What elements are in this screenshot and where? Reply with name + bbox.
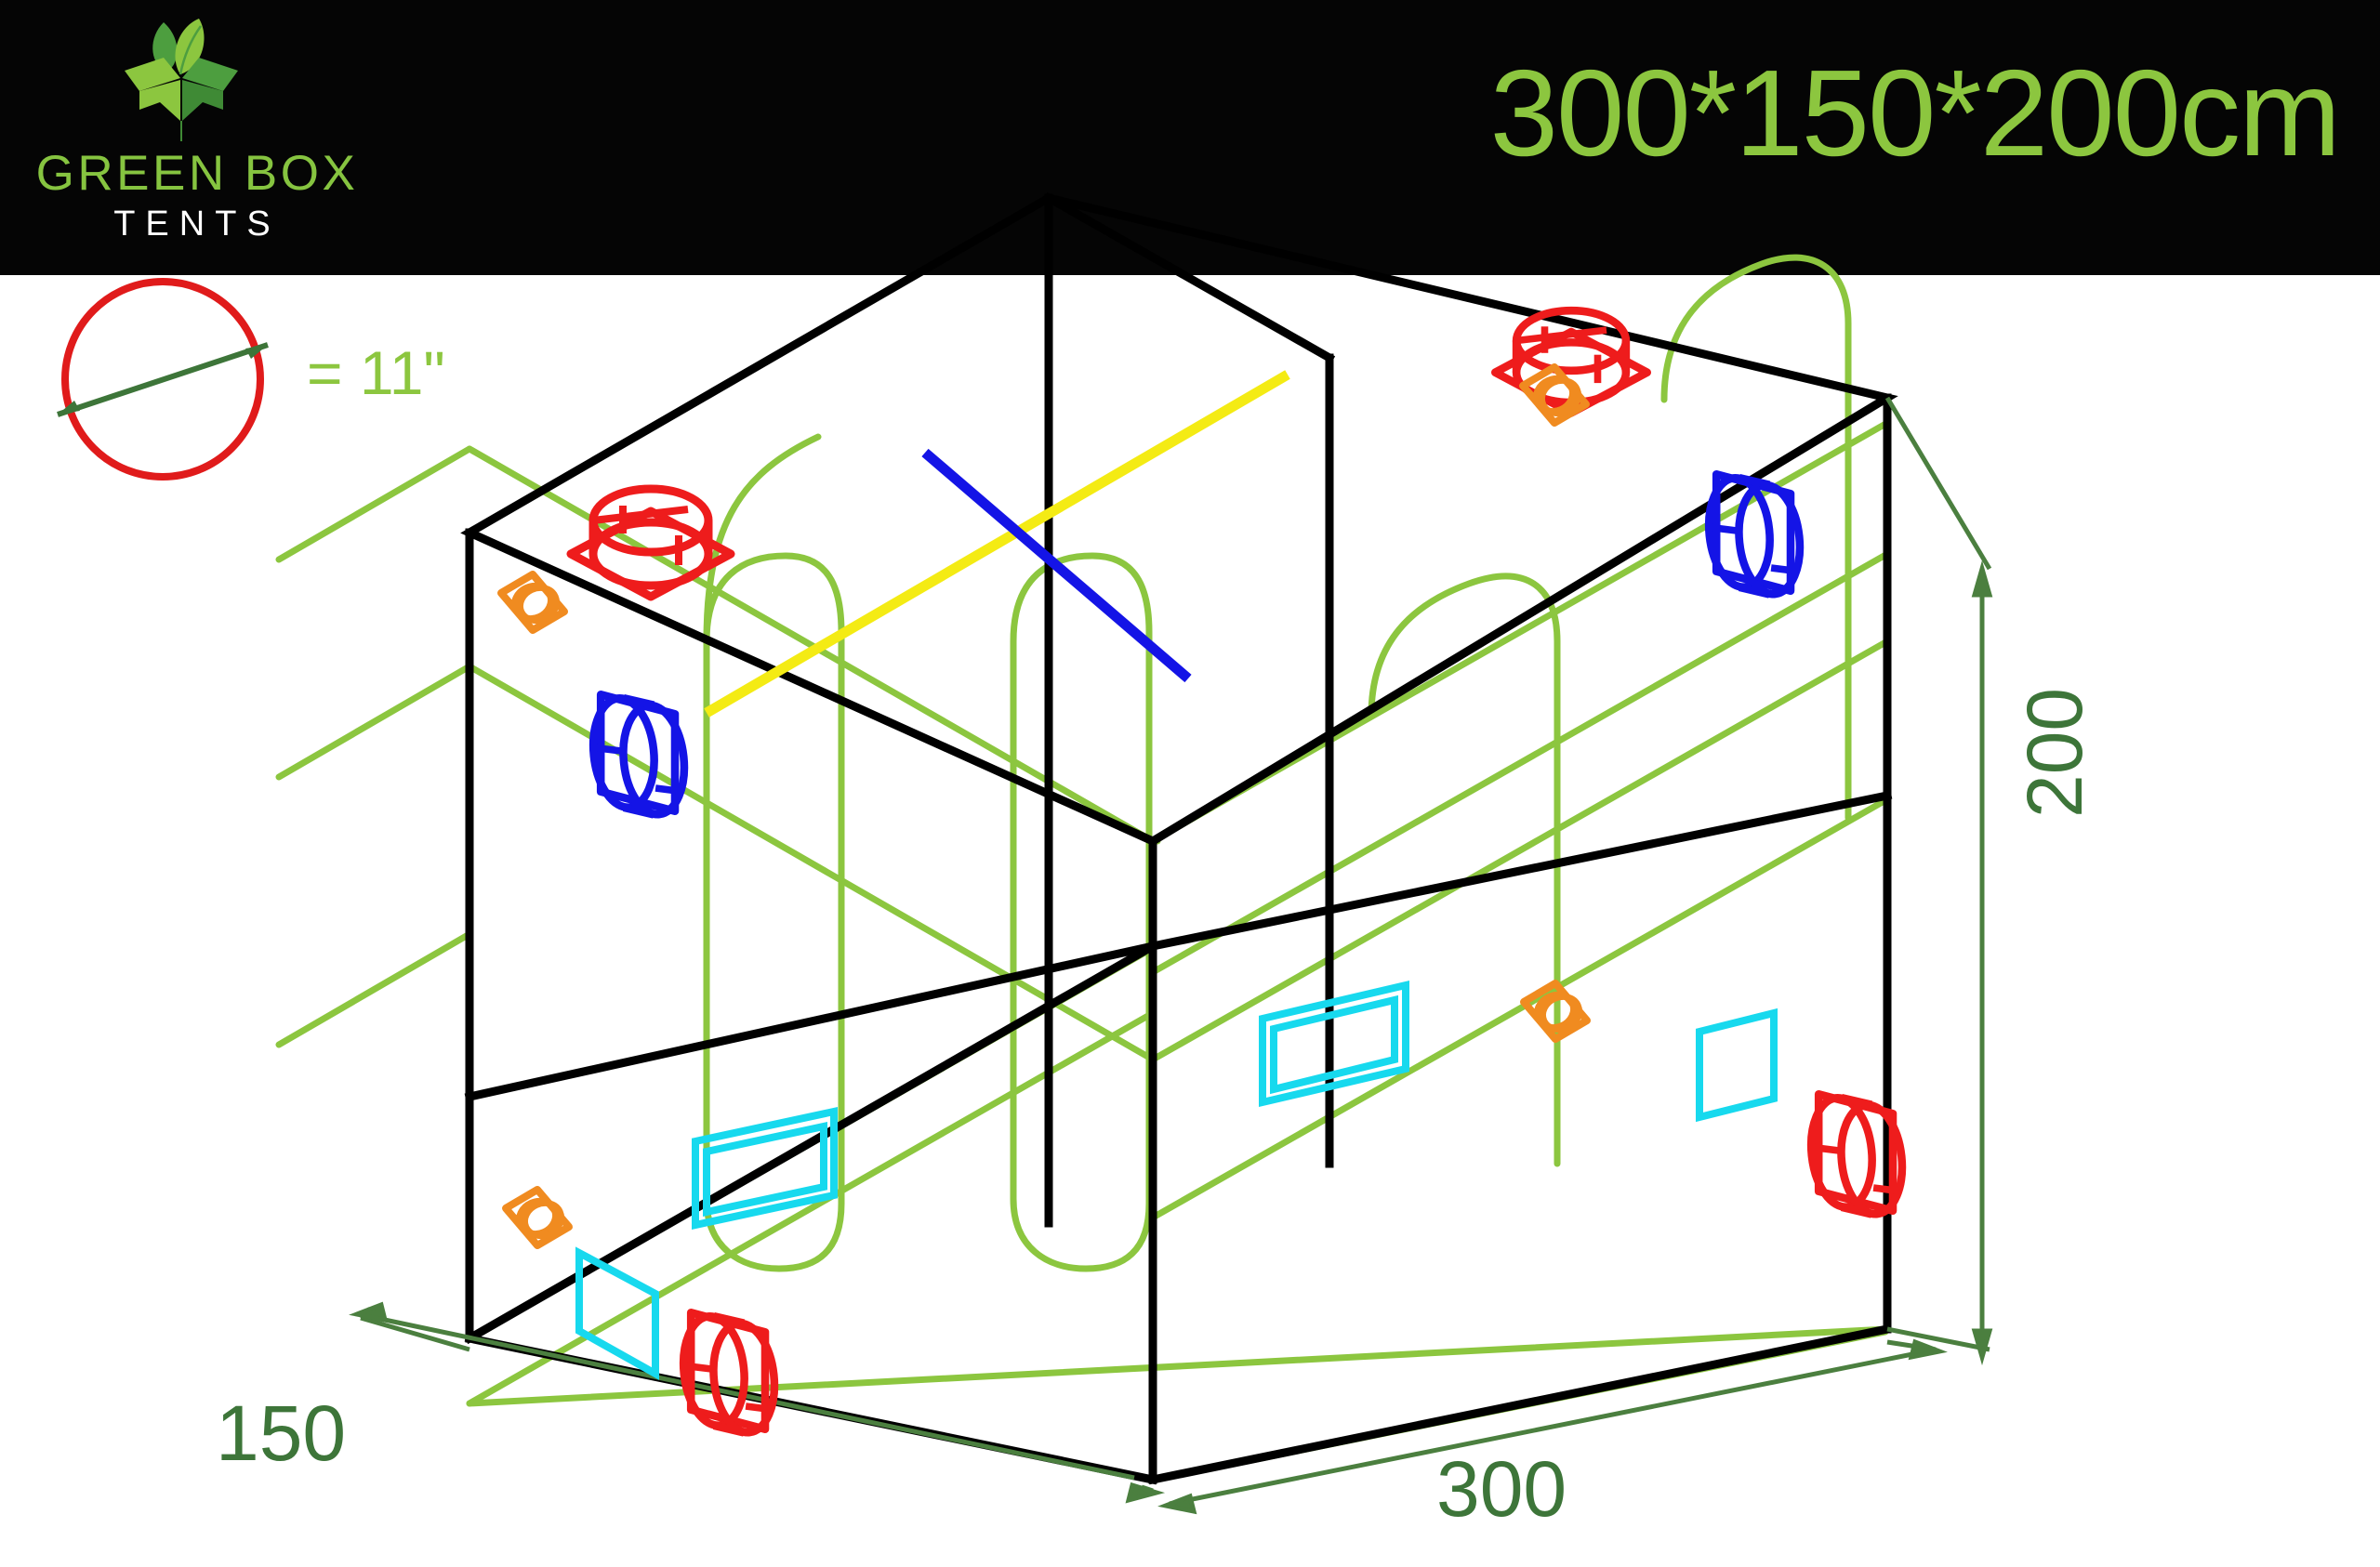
page-title: 300*150*200cm (1489, 45, 2341, 181)
legend-circle-icon (61, 278, 264, 481)
vent-window-front-icon[interactable] (1259, 980, 1409, 1108)
brand-logo: GREEN BOX TENTS (0, 0, 390, 275)
duct-port-top-left-icon[interactable] (571, 489, 731, 597)
brand-name-secondary: TENTS (113, 204, 281, 244)
dimension-label-width: 300 (1436, 1445, 1567, 1533)
vent-window-floor-left-icon[interactable] (575, 1246, 659, 1380)
legend-symbol (57, 278, 269, 481)
vent-window-floor-right-icon[interactable] (1696, 1007, 1778, 1123)
duct-port-right-lower-icon[interactable] (1806, 1094, 1908, 1217)
dimension-label-height: 200 (2011, 687, 2098, 818)
brand-name-primary: GREEN BOX (35, 146, 359, 201)
roof-bar-blue-icon (921, 448, 1192, 683)
tent-panel-divisions (464, 191, 1893, 1228)
roof-bar-yellow-icon (704, 370, 1290, 718)
vent-window-left-icon[interactable] (692, 1107, 838, 1230)
legend-diameter-arrow-icon (57, 342, 269, 417)
cable-port-top-left-icon[interactable] (501, 574, 564, 630)
legend-label: = 11" (307, 338, 445, 407)
dimension-lines (349, 396, 1993, 1515)
duct-port-left-upper-icon[interactable] (588, 694, 690, 817)
duct-port-right-upper-icon[interactable] (1704, 474, 1805, 597)
dimension-label-depth: 150 (216, 1389, 347, 1477)
green-box-plant-logo-icon (125, 19, 238, 141)
duct-port-left-lower-icon[interactable] (679, 1312, 780, 1435)
cable-port-left-mid-icon[interactable] (506, 1190, 569, 1245)
